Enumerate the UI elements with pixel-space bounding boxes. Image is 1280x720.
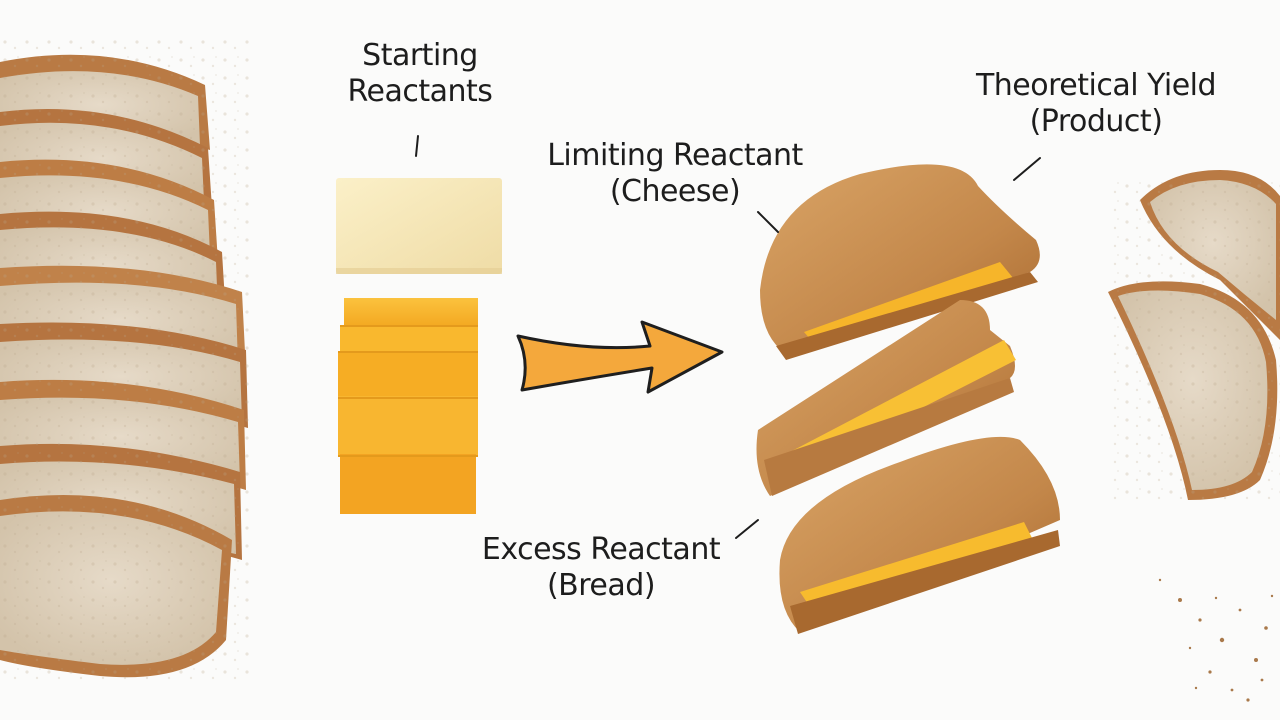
label-limiting-reactant: Limiting Reactant (Cheese) — [540, 138, 810, 210]
label-starting-reactants: Starting Reactants — [330, 38, 510, 110]
limiting-pointer — [757, 211, 779, 233]
theoretical-pointer — [1013, 157, 1041, 181]
label-pointers — [415, 135, 1041, 539]
label-starting-line1: Starting — [362, 38, 478, 73]
reaction-arrow — [516, 320, 724, 394]
label-limiting-line2: (Cheese) — [609, 174, 741, 209]
bread-crumbs — [1158, 578, 1274, 702]
label-excess-line2: (Bread) — [546, 568, 656, 603]
cheddar-cheese-stack — [338, 298, 478, 514]
label-excess-reactant: Excess Reactant (Bread) — [470, 532, 732, 604]
label-theoretical-line2: (Product) — [1029, 104, 1163, 139]
label-excess-line1: Excess Reactant — [481, 532, 721, 567]
label-theoretical-line1: Theoretical Yield — [975, 68, 1217, 103]
white-cheese-slice — [336, 178, 502, 274]
bread-loaf — [0, 40, 250, 680]
label-limiting-line1: Limiting Reactant — [547, 138, 803, 173]
grilled-cheese-top — [760, 164, 1040, 360]
starting-pointer — [415, 135, 419, 157]
label-starting-line2: Reactants — [347, 74, 493, 109]
leftover-bread-slice — [1108, 180, 1280, 500]
label-theoretical-yield: Theoretical Yield (Product) — [962, 68, 1230, 140]
excess-pointer — [735, 519, 759, 539]
grilled-cheese-bottom — [779, 436, 1060, 634]
grilled-cheese-middle — [756, 300, 1016, 496]
